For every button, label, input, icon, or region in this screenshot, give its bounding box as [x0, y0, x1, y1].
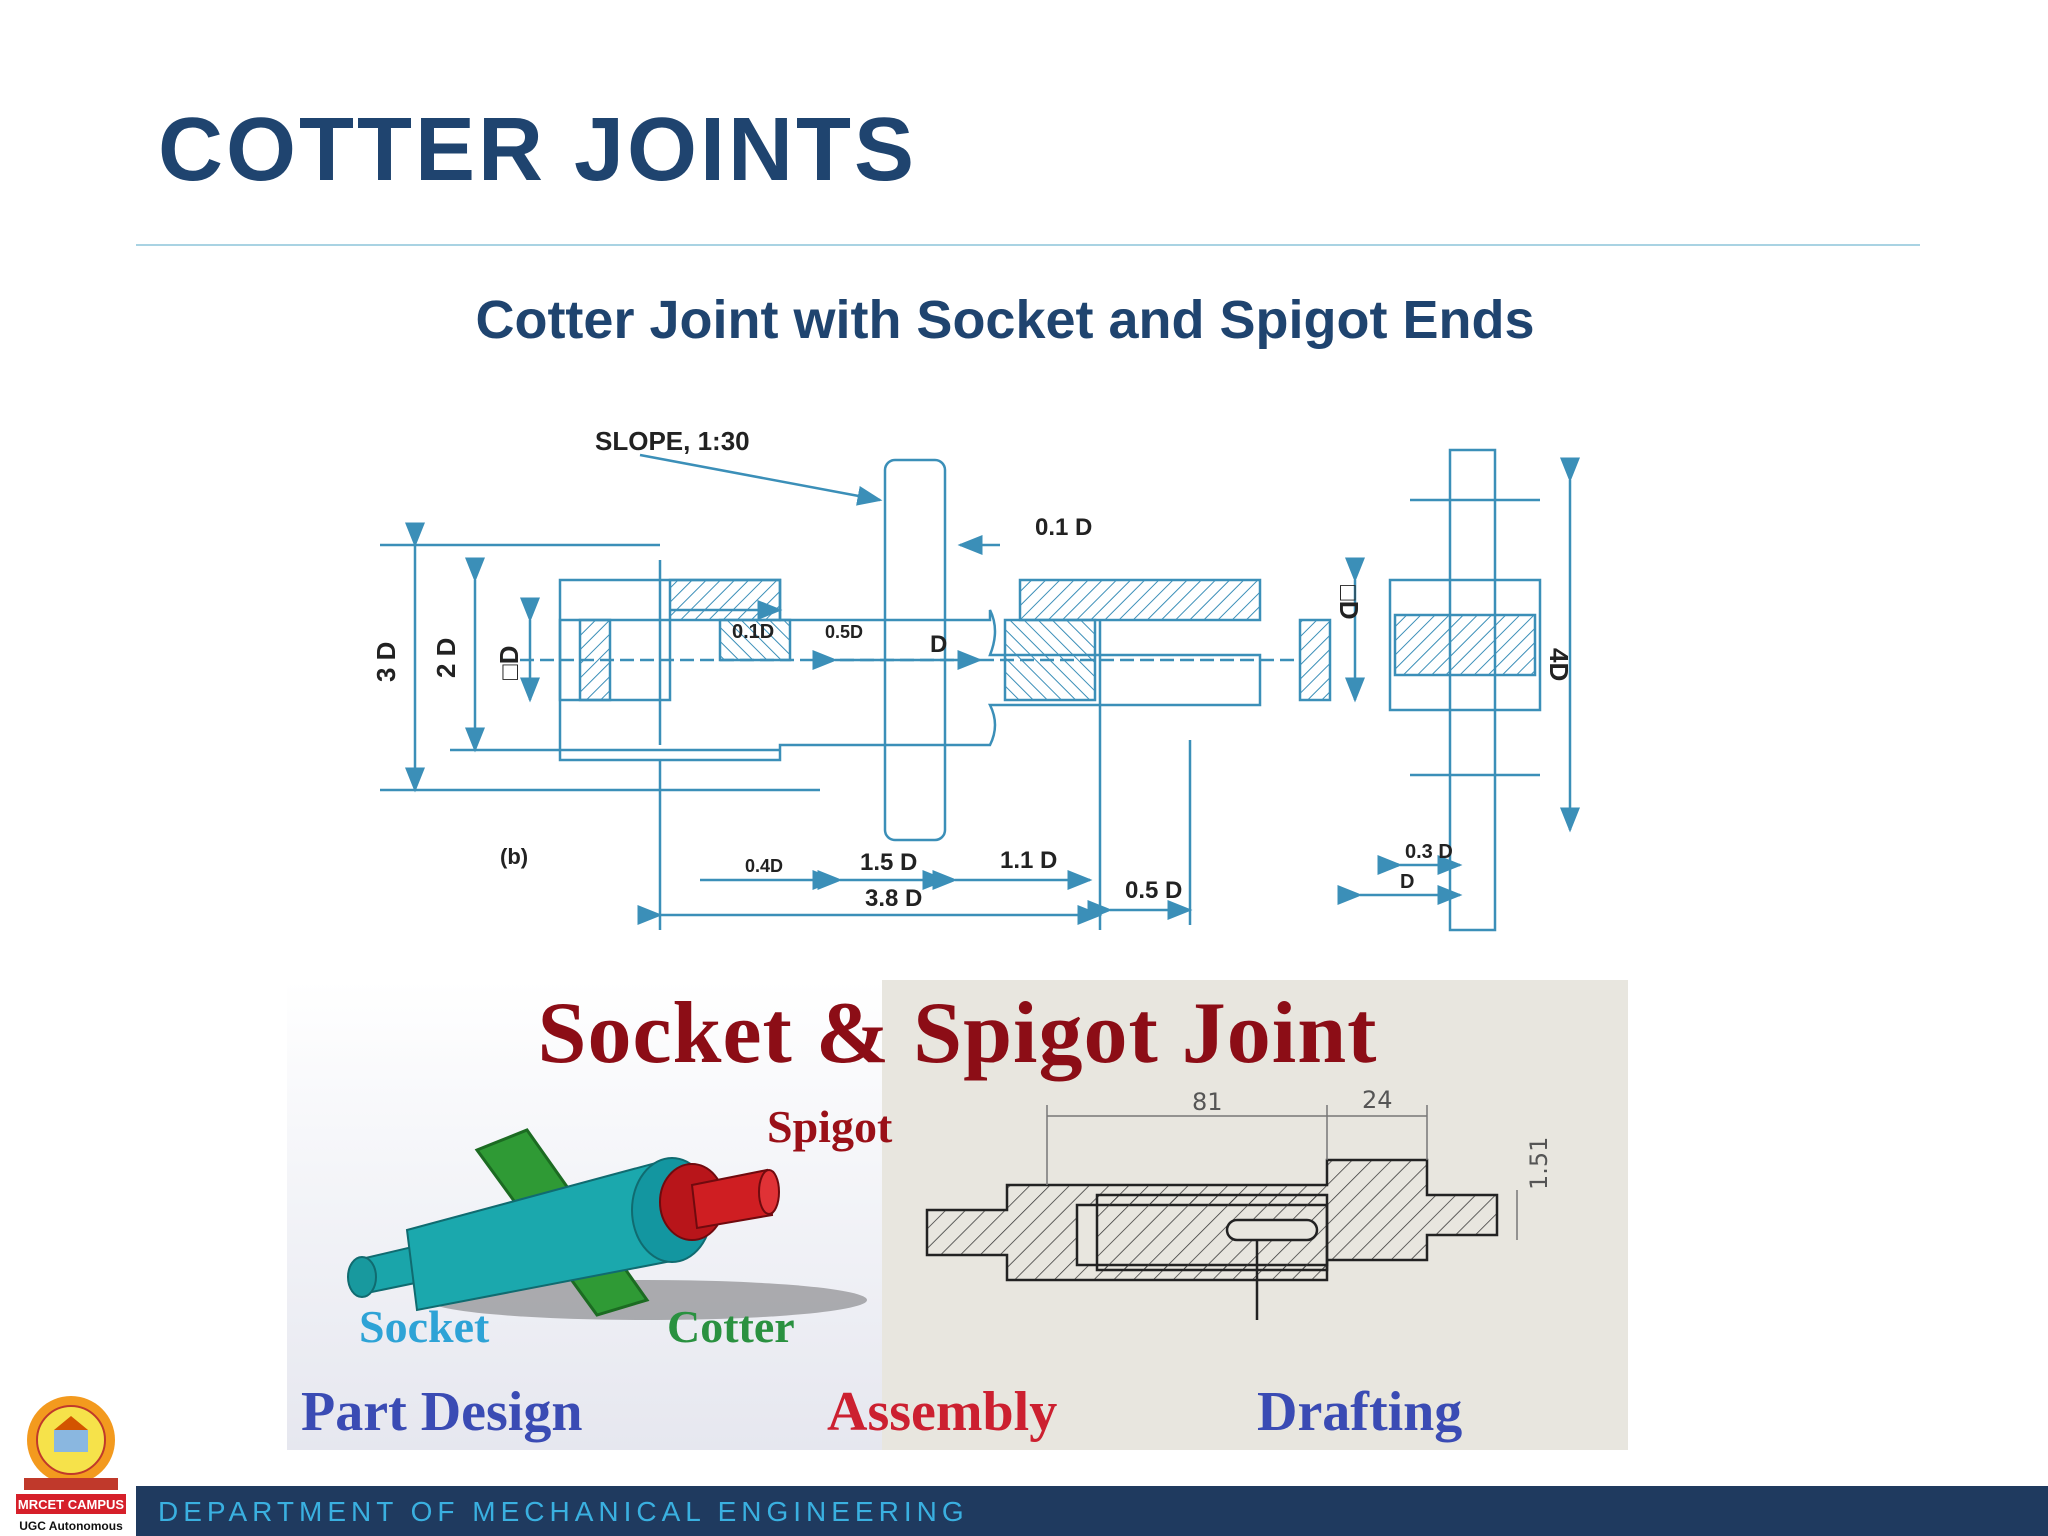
label-b: (b)	[500, 844, 528, 869]
label-11d: 1.1 D	[1000, 847, 1057, 874]
label-3d: 3 D	[371, 642, 401, 682]
cotter-joint-drawing: SLOPE, 1:30 0.1 D 0.1D 0.5D D 3 D 2 D □D…	[300, 420, 1630, 940]
assembly-label: Assembly	[827, 1381, 1058, 1443]
drafting-label: Drafting	[1257, 1381, 1463, 1443]
label-15d: 1.5 D	[860, 849, 917, 876]
banner-title: Socket & Spigot Joint	[537, 985, 1378, 1082]
mrcet-logo: MRCET CAMPUS UGC Autonomous	[16, 1396, 126, 1533]
label-01d-top: 0.1 D	[1035, 514, 1092, 541]
department-name: DEPARTMENT OF MECHANICAL ENGINEERING	[158, 1496, 969, 1527]
label-2d: 2 D	[431, 638, 461, 678]
spigot-label: Spigot	[767, 1101, 893, 1152]
label-4d: 4D	[1544, 648, 1574, 681]
cotter-label: Cotter	[667, 1301, 795, 1352]
label-05d-bottom: 0.5 D	[1125, 877, 1182, 904]
sun-emblem-icon	[24, 1396, 118, 1490]
socket-spigot-banner: Socket & Spigot Joint	[287, 980, 1628, 1450]
dim-24: 24	[1362, 1090, 1393, 1114]
banner-bottom-row: Part Design Assembly Drafting	[287, 1380, 1628, 1450]
footer-bar: DEPARTMENT OF MECHANICAL ENGINEERING	[136, 1486, 2048, 1536]
label-slope: SLOPE, 1:30	[595, 426, 750, 456]
logo-tagline: UGC Autonomous	[19, 1519, 123, 1533]
dim-81: 81	[1192, 1090, 1223, 1116]
socket-label: Socket	[359, 1301, 490, 1352]
joint-section-drawing: 81 24 1.51	[925, 1090, 1553, 1320]
label-04d: 0.4D	[745, 856, 783, 876]
label-01d: 0.1D	[732, 621, 774, 643]
logo-name: MRCET CAMPUS	[18, 1497, 124, 1512]
dim-151: 1.51	[1525, 1137, 1553, 1190]
label-dd-right: □D	[1334, 585, 1364, 619]
label-38d: 3.8 D	[865, 885, 922, 912]
label-d: D	[930, 631, 947, 658]
label-03d: 0.3 D	[1405, 841, 1453, 863]
label-d-bottom: D	[1400, 871, 1414, 893]
slide-subtitle: Cotter Joint with Socket and Spigot Ends	[475, 290, 1535, 350]
title-divider	[136, 244, 1920, 246]
label-dd-left: □D	[494, 646, 524, 680]
part-design-label: Part Design	[301, 1381, 583, 1443]
slide-title: COTTER JOINTS	[158, 100, 918, 200]
label-05d: 0.5D	[825, 622, 863, 642]
3d-joint-illustration	[347, 1128, 867, 1320]
